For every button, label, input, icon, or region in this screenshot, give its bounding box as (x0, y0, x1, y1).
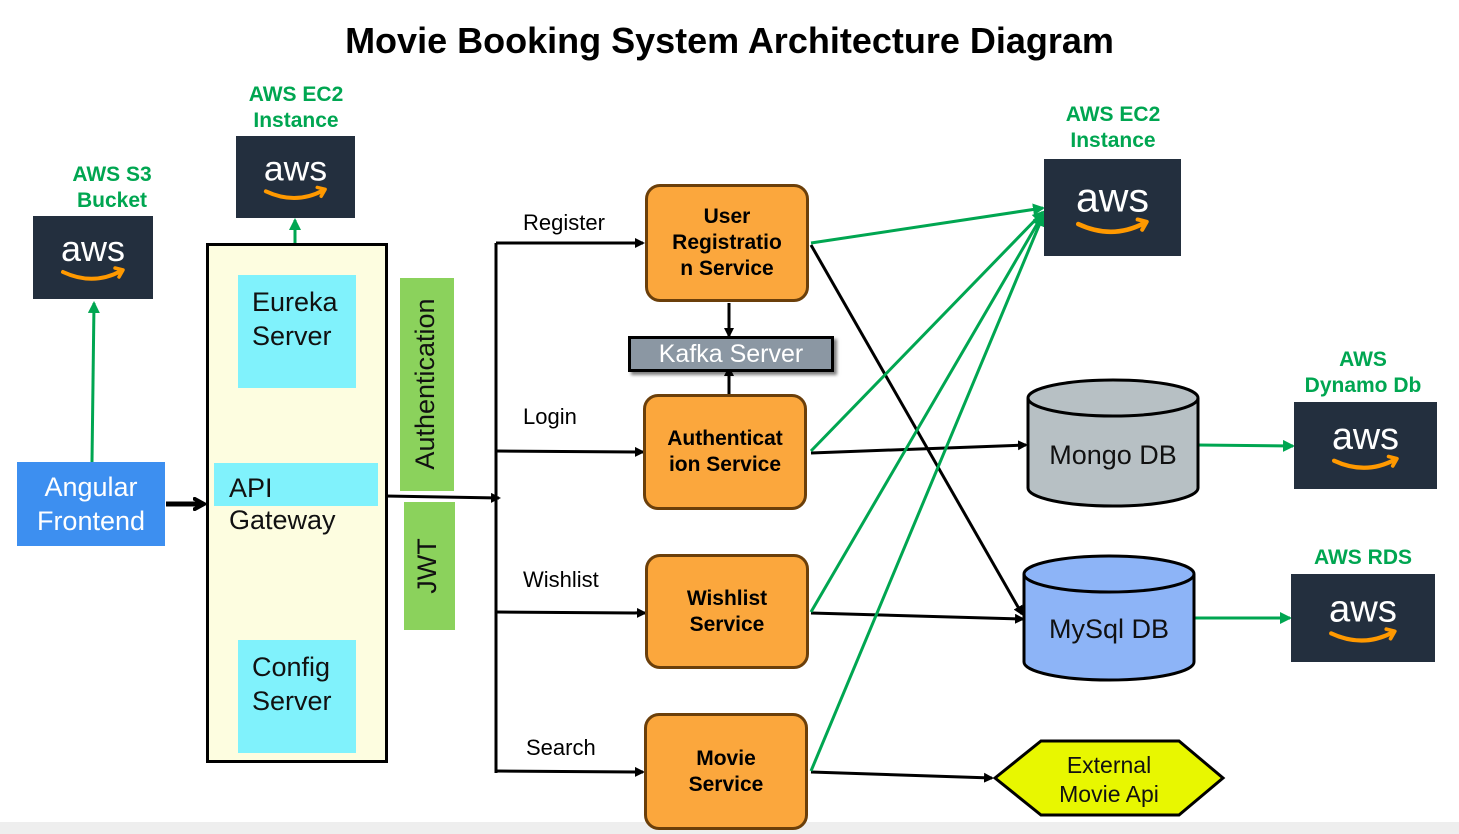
config-server-box: Config Server (238, 640, 356, 753)
authentication-strip (400, 278, 454, 491)
authentication-label: Authentication (410, 298, 440, 470)
external-movie-api-label: External Movie Api (1059, 752, 1159, 807)
gateway-to-bus-arrow (384, 492, 501, 503)
authentication-service-box: Authenticat ion Service (643, 394, 807, 510)
kafka-server-box: Kafka Server (628, 336, 834, 372)
svg-text:aws: aws (61, 228, 125, 269)
ec2-gateway-aws-logo: aws (236, 136, 355, 218)
aws-wordmark-icon: aws (1331, 415, 1399, 470)
jwt-strip (404, 502, 455, 630)
frontend-to-s3-arrow (87, 301, 100, 463)
auth-to-mongo-arrow (810, 440, 1028, 455)
user-to-ec2-arrow (810, 203, 1045, 245)
rds-aws-logo: aws (1291, 574, 1435, 662)
route-login-label: Login (523, 404, 577, 429)
dynamo-label: AWS Dynamo Db (1304, 348, 1422, 397)
mysql-db-label: MySql DB (1048, 614, 1170, 644)
svg-text:aws: aws (1329, 588, 1397, 631)
svg-text:aws: aws (264, 148, 327, 188)
page-title: Movie Booking System Architecture Diagra… (345, 20, 1114, 61)
wishlist-to-mysql-arrow (810, 611, 1025, 624)
movie-to-external-arrow (810, 770, 994, 783)
route-wishlist-label: Wishlist (523, 567, 599, 592)
mongo-db-label: Mongo DB (1049, 440, 1177, 470)
api-gateway-label-line2: Gateway (229, 505, 336, 535)
route-register-label: Register (523, 210, 605, 235)
eureka-server-box: Eureka Server (238, 275, 356, 388)
user-registration-service-box: User Registratio n Service (645, 184, 809, 302)
mysql-db-cylinder (1022, 554, 1196, 682)
wishlist-to-ec2-arrow (809, 212, 1045, 613)
mongo-to-dynamo-arrow (1196, 439, 1295, 452)
mongo-db-cylinder (1026, 378, 1200, 508)
external-api-hexagon (992, 739, 1226, 817)
svg-text:aws: aws (1076, 174, 1149, 220)
aws-wordmark-icon: aws (61, 228, 125, 281)
movie-service-box: Movie Service (644, 713, 808, 830)
aws-wordmark-icon: aws (1329, 588, 1397, 643)
s3-aws-logo: aws (33, 216, 153, 299)
wishlist-service-box: Wishlist Service (645, 554, 809, 669)
route-search-label: Search (526, 735, 596, 760)
movie-to-ec2-arrow (809, 214, 1045, 772)
ec2-services-label: AWS EC2 Instance (1065, 103, 1161, 152)
aws-wordmark-icon: aws (1076, 174, 1149, 235)
angular-frontend-box: Angular Frontend (17, 462, 165, 546)
svg-text:aws: aws (1332, 415, 1399, 457)
aws-wordmark-icon: aws (263, 148, 327, 200)
jwt-label: JWT (412, 538, 442, 594)
ec2-gateway-label: AWS EC2 Instance (248, 83, 344, 132)
api-gateway-box: API (214, 463, 378, 506)
rds-label: AWS RDS (1313, 546, 1412, 569)
s3-label: AWS S3 Bucket (72, 163, 152, 212)
auth-to-ec2-arrow (809, 210, 1045, 453)
dynamo-aws-logo: aws (1294, 402, 1437, 489)
ec2-services-aws-logo: aws (1044, 159, 1181, 256)
